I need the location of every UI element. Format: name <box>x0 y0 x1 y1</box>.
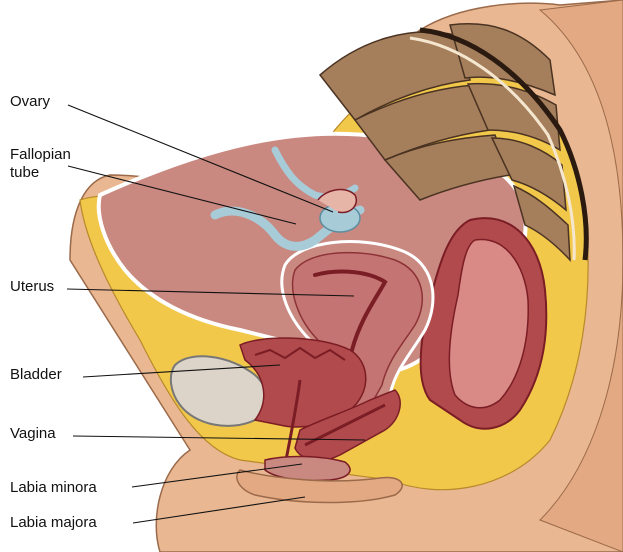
fallopian-tube-label-line1: Fallopian <box>10 146 71 163</box>
labia-majora-label: Labia majora <box>10 514 97 532</box>
labia-minora-label: Labia minora <box>10 479 97 497</box>
uterus-label: Uterus <box>10 278 54 296</box>
fallopian-tube-label-line2: tube <box>10 164 71 182</box>
ovary-label: Ovary <box>10 93 50 111</box>
bladder-label: Bladder <box>10 366 62 384</box>
vagina-label: Vagina <box>10 425 56 443</box>
fallopian-tube-label: Fallopian tube <box>10 146 71 182</box>
